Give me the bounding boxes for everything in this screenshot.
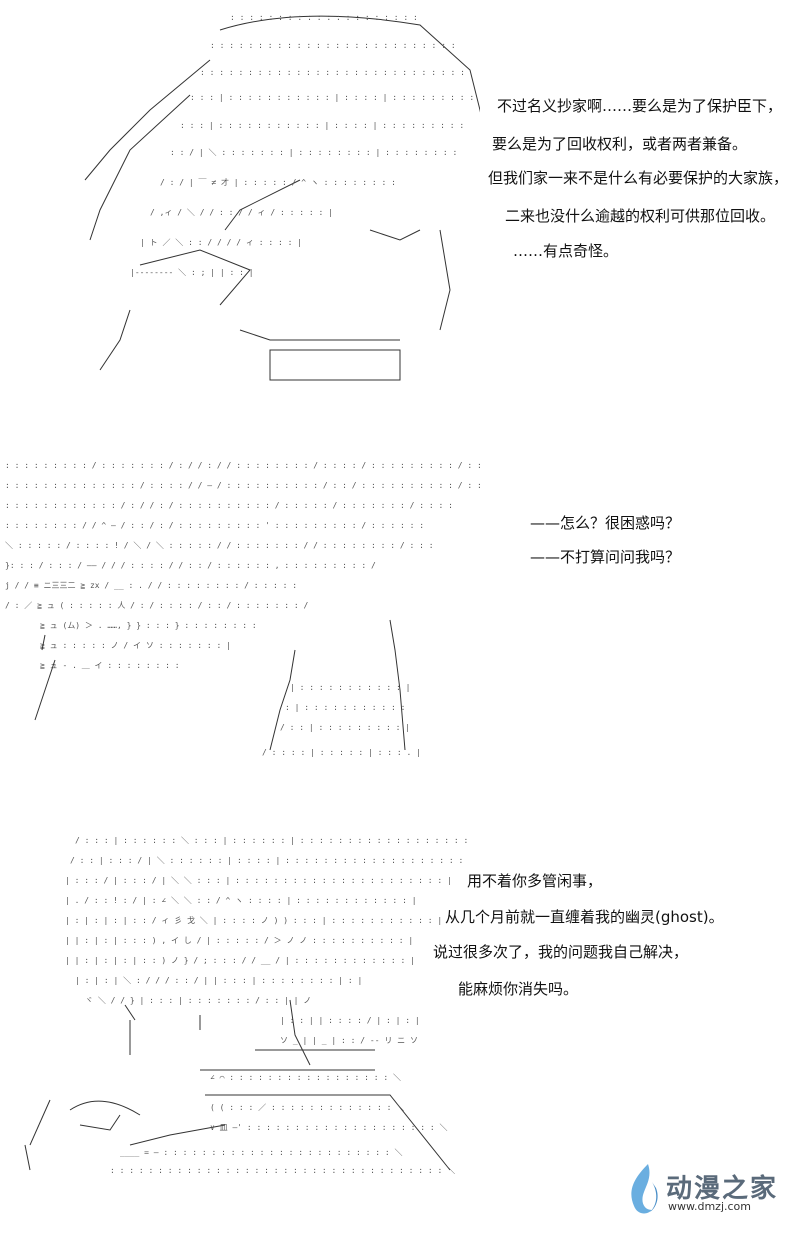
ascii-art-character-1: : : : : : : : : : : : : : : : : : : : : … [40,0,480,395]
svg-text:( ( : : : ／ : : : : : : : : :: ( ( : : : ／ : : : : : : : : : : : : : ＼ [210,1103,404,1112]
dialogue-line: 从几个月前就一直缠着我的幽灵(ghost)。 [445,908,724,926]
dialogue-line: 说过很多次了，我的问题我自己解决， [433,943,689,961]
dialogue-line: 能麻烦你消失吗。 [458,980,579,998]
watermark-url: www.dmzj.com [668,1200,751,1213]
dialogue-line: 用不着你多管闲事， [467,872,603,890]
svg-text:}: : : / : : : / ―― / / /: }: : : / : : : / ―― / / / : : : : / / : … [5,561,376,570]
svg-text:＼ : : : : : / : : : : ! / ＼ /: ＼ : : : : : / : : : : ! / ＼ / ＼ : : : : … [5,541,434,550]
ascii-art-character-3: / : : : | : : : : : : ＼ : : : | : : : : … [10,825,470,1180]
svg-text:∨ 皿 ―' : : : : : : : : : : : :: ∨ 皿 ―' : : : : : : : : : : : : : : : : :… [210,1123,448,1132]
dialogue-line: 要么是为了回收权利，或者两者兼备。 [492,135,748,153]
flame-logo-icon [631,1164,658,1214]
svg-text:/ ,ィ / ＼ / / : : / / ィ / : : :: / ,ィ / ＼ / / : : / / ィ / : : : : : | [150,208,333,217]
svg-text:| : : | | : : : : / | : | : |: | : : | | : : : : / | : | : | [280,1016,420,1025]
svg-text:/ : : : | : : : : : : ＼ :: / : : : | : : : : : : ＼ : : : | : : : : … [75,836,470,845]
svg-text:: : : : : : : : : : : : : : :: : : : : : : : : : : : : : : : : : : : : … [200,68,465,77]
svg-text:/ : : : : | : : : : : | : : :: / : : : : | : : : : : | : : : . | [262,748,421,757]
svg-text:| : | : | : | : : / ィ 彡 戈 ＼: | : | : | : | : : / ィ 彡 戈 ＼ | : : : : ノ … [65,915,442,925]
dialogue-line: 但我们家一来不是什么有必要保护的大家族， [488,169,789,187]
svg-text:/ : ／ ≧ ュ ( : : : : : 人: / : ／ ≧ ュ ( : : : : : 人 / : / : : : : / … [5,601,309,610]
svg-text:/ : : | : : : / | ＼ : : : :: / : : | : : : / | ＼ : : : : : : | : : : … [70,856,470,865]
svg-text:: : : : : : : : : : : : / : /: : : : : : : : : : : : : / : / / : / : : … [5,501,453,510]
svg-text:≧ ュ (ム) ＞ . ……, } } : : : }: ≧ ュ (ム) ＞ . ……, } } : : : } : : : : : : … [40,621,257,630]
svg-text:: : / | ＼ : : : : : : : | : :: : : / | ＼ : : : : : : : | : : : : : : : … [170,148,457,157]
svg-text:| . / : : ! : / | : ∠ ＼ ＼ :: | . / : : ! : / | : ∠ ＼ ＼ : : / ^ ヽ : : … [65,896,417,905]
svg-text:| : : : / | : : : / | ＼ ＼: | : : : / | : : : / | ＼ ＼ : : : | : : : … [65,876,452,885]
svg-text:: : : : : : : : : : : : : : :: : : : : : : : : : : : : : : : : : : : : … [210,41,456,50]
ascii-art-character-2: : : : : : : : : : / : : : : : : : / : / … [0,450,480,765]
svg-text:/ : : | : : : : : : : : : |: / : : | : : : : : : : : : | [280,723,410,732]
svg-text:| | : | : | : : : ) , イ し /: | | : | : | : : : ) , イ し / | : : : : : … [65,936,413,945]
svg-text:: : : : : : : : : / : : : : :: : : : : : : : : : / : : : : : : : / : / … [5,461,480,470]
panel-3: / : : : | : : : : : : ＼ : : : | : : : : … [0,825,800,1185]
svg-text:: : : : : : : : : : : : : : :: : : : : : : : : : : : : : : : : : : : : [230,13,418,22]
panel-2: : : : : : : : : : / : : : : : : : / : / … [0,450,800,770]
panel-1: : : : : : : : : : : : : : : : : : : : : … [0,0,800,400]
dialogue-line: ……有点奇怪。 [513,242,619,260]
svg-text:____ = ― : : : : : : : : : :: ____ = ― : : : : : : : : : : : : : : : :… [120,1148,403,1157]
svg-text:≧ ュ - . ＿ イ : : : : : : :: ≧ ュ - . ＿ イ : : : : : : : : [40,661,180,670]
svg-text:ヾ ＼ / / }: ヾ ＼ / / } | : : : | : : : : : : : / : : … [85,996,311,1005]
svg-text:ソ _ | | _ | : : / -- リ ニ ソ: ソ _ | | _ | : : / -- リ ニ ソ [280,1036,418,1045]
svg-text:: : : | : : : : : : : : : : :: : : : | : : : : : : : : : : : | : : : : … [190,93,474,102]
svg-text:| | : | : | : | : : ) ノ } /: | | : | : | : | : : ) ノ } / ; : : : / / … [65,956,415,965]
dialogue-line: ——怎么？很困惑吗？ [530,514,681,532]
svg-text:: : : : : : : : : : : : : : :: : : : : : : : : : : : : : : : : : : : : … [110,1166,455,1175]
dialogue-line: ——不打算问问我吗？ [530,548,681,566]
watermark-name: 动漫之家 [666,1174,779,1204]
svg-text:: : : | : : : : : : : : : : :: : : : | : : : : : : : : : : : | : : : : … [180,121,464,130]
dialogue-line: 不过名义抄家啊……要么是为了保护臣下， [497,97,783,115]
svg-text:≧ ュ : : : : : ノ / イ ソ: ≧ ュ : : : : : ノ / イ ソ : : : : : : : | [40,641,231,650]
svg-text:: : : : : : : : : : : : : : /: : : : : : : : : : : : : : : / : : : : / … [5,481,480,490]
svg-text:: | : : : : : : : : : : :: : | : : : : : : : : : : : [285,703,405,712]
svg-text:/ : / | ￣ ≠ 才 | : : : : : / ^: / : / | ￣ ≠ 才 | : : : : : / ^ ヽ : : : : … [160,177,396,187]
svg-text:|-------- ＼ : ; | | : : |: |-------- ＼ : ; | | : : | [130,268,254,277]
watermark: 动漫之家 www.dmzj.com [622,1162,782,1217]
svg-text:| : : : : : : : : : : : |: | : : : : : : : : : : : | [290,683,410,692]
svg-text:∠ ⌒ : : : : : : : : : : : :: ∠ ⌒ : : : : : : : : : : : : : : : : : ＼ [210,1073,401,1082]
svg-text:: : : : : : : : / / ^ ― / : :: : : : : : : : : / / ^ ― / : : / : / : : … [5,521,424,530]
svg-text:| : | : | ＼ : / / /: | : | : | ＼ : / / / : : / | | : : : | : … [75,976,362,985]
svg-text:j / / ≡ ニ三三二 ≧ zx / __ :: j / / ≡ ニ三三二 ≧ zx / __ : . / / : : : : :… [5,581,297,590]
dialogue-line: 二来也没什么逾越的权利可供那位回收。 [505,207,776,225]
svg-text:| ト ／ ＼ : : / / / / ィ : : : :: | ト ／ ＼ : : / / / / ィ : : : : | [140,238,302,247]
